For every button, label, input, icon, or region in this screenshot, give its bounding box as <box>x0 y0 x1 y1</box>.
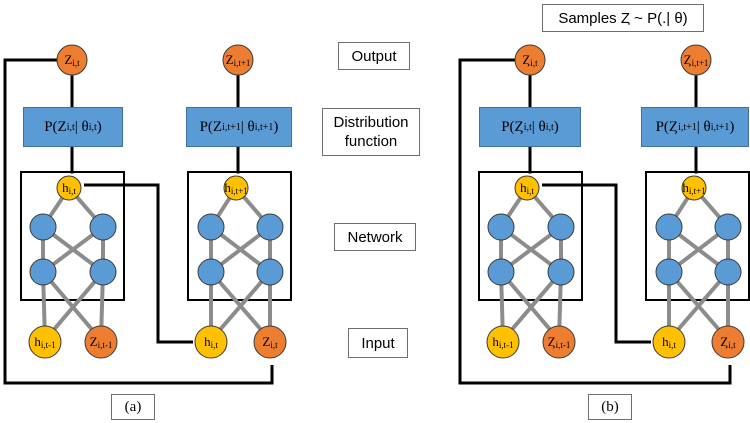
dist-a-t1-sub2: i,t+1 <box>254 121 274 133</box>
panel-b-node-input-z-prev-label: Ȥi,t-1 <box>548 334 571 350</box>
panel-b-node-input-z-t <box>711 325 745 359</box>
caption-b-text: (b) <box>601 398 619 415</box>
dist-b-t1-sub1: i,t+1 <box>678 121 697 133</box>
panel-a-hidden-node-1 <box>89 213 117 241</box>
panel-a-hidden-node-3 <box>89 258 117 286</box>
dist-b-t1-sub2: i,t+1 <box>710 121 730 133</box>
panel-b-hidden-node-1 <box>547 213 575 241</box>
panel-b-node-input-z-prev <box>542 325 576 359</box>
panel-b-hidden-node-2 <box>487 258 515 286</box>
panel-a-hidden-node-6 <box>197 258 225 286</box>
caption-a: (a) <box>111 394 155 420</box>
output-label-text: Output <box>351 47 397 65</box>
panel-a-network-box-t <box>20 171 125 301</box>
panel-a-node-input-z-prev <box>84 325 118 359</box>
caption-a-text: (a) <box>124 398 142 415</box>
panel-b-hidden-node-7 <box>714 258 742 286</box>
dist-a-t-mid: | θ <box>74 118 89 135</box>
panel-b-network-box-t1 <box>645 171 750 301</box>
panel-a-node-input-h-t <box>194 325 228 359</box>
panel-a-node-h-t1 <box>223 175 249 201</box>
panel-a-node-output-t <box>56 44 88 76</box>
dist-b-t1-mid: | θ <box>696 118 711 135</box>
panel-a-feedback-loop <box>3 58 274 385</box>
panel-a-hidden-node-0 <box>29 213 57 241</box>
samples-label-text: Samples Ȥ ~ P(.| θ) <box>558 9 688 27</box>
dist-a-t-sub1: i,t <box>66 121 75 133</box>
panel-b-node-output-t1 <box>680 44 712 76</box>
network-label: Network <box>334 223 416 251</box>
panel-b-node-h-t <box>514 175 540 201</box>
dist-a-t-post: ) <box>96 118 102 135</box>
panel-b-node-input-h-prev-label: hi,t-1 <box>492 334 513 350</box>
dist-a-t-pre: P(Z <box>44 118 67 135</box>
panel-b-node-h-t1 <box>681 175 707 201</box>
dist-a-t-sub2: i,t <box>88 121 97 133</box>
dist-a-t1-mid: | θ <box>240 118 255 135</box>
dist-a-t1-sub1: i,t+1 <box>222 121 241 133</box>
panel-b-node-input-z-t-label: Ȥi,t <box>720 334 736 350</box>
panel-a-node-h-t1-label: hi,t+1 <box>224 180 247 196</box>
panel-b-node-output-t-label: Ȥi,t <box>522 52 538 68</box>
caption-b: (b) <box>588 394 632 420</box>
output-label: Output <box>338 42 410 70</box>
input-label: Input <box>348 328 408 358</box>
panel-a-node-input-h-prev-label: hi,t-1 <box>34 334 55 350</box>
panel-a-node-input-z-t <box>253 325 287 359</box>
panel-b-node-output-t1-label: Ȥi,t+1 <box>684 52 709 68</box>
panel-a-hidden-node-2 <box>29 258 57 286</box>
panel-a-node-output-t1 <box>222 44 254 76</box>
panel-a-network-box-t1 <box>187 171 292 301</box>
distribution-function-label: Distribution function <box>322 108 420 156</box>
panel-a-node-input-z-prev-label: Zi,t-1 <box>90 334 113 350</box>
panel-b-node-input-h-t <box>652 325 686 359</box>
panel-b-edge-1-b-inL <box>666 269 731 343</box>
panel-a-hidden-transfer <box>84 183 193 344</box>
panel-b-hidden-node-3 <box>547 258 575 286</box>
panel-b-node-h-t-label: hi,t <box>520 180 534 196</box>
panel-b-hidden-node-4 <box>655 213 683 241</box>
panel-a-node-output-t1-label: Zi,t+1 <box>226 52 251 68</box>
distribution-label-line1: Distribution <box>333 114 409 131</box>
panel-b-node-input-h-t-label: hi,t <box>662 334 676 350</box>
panel-a-edge-1-b-inL <box>208 269 273 343</box>
input-label-text: Input <box>361 334 395 352</box>
panel-b-hidden-node-5 <box>714 213 742 241</box>
dist-b-t-post: ) <box>553 118 559 135</box>
dist-b-t-sub1: i,t <box>523 121 532 133</box>
panel-a-node-h-t-label: hi,t <box>62 180 76 196</box>
panel-b-hidden-node-6 <box>655 258 683 286</box>
panel-a-hidden-node-7 <box>256 258 284 286</box>
dist-b-t-mid: | θ <box>531 118 546 135</box>
dist-a-t1-pre: P(Z <box>199 118 223 135</box>
panel-a-node-input-h-t-label: hi,t <box>204 334 218 350</box>
panel-a-hidden-node-5 <box>256 213 284 241</box>
network-label-text: Network <box>347 228 403 246</box>
panel-b-network-box-t <box>478 171 583 301</box>
panel-a-node-input-z-t-label: Zi,t <box>262 334 278 350</box>
panel-b-hidden-node-0 <box>487 213 515 241</box>
panel-a-node-input-h-prev <box>28 325 62 359</box>
panel-b-node-h-t1-label: hi,t+1 <box>682 180 705 196</box>
dist-a-t1-post: ) <box>273 118 279 135</box>
panel-b-node-input-h-prev <box>486 325 520 359</box>
dist-b-t1-pre: P(Ȥ <box>655 118 679 135</box>
panel-b-hidden-transfer <box>542 183 651 344</box>
distribution-label-line2: function <box>344 133 398 150</box>
dist-b-t-pre: P(Ȥ <box>501 118 524 135</box>
panel-a-hidden-node-4 <box>197 213 225 241</box>
panel-a-node-output-t-label: Zi,t <box>64 52 80 68</box>
samples-label: Samples Ȥ ~ P(.| θ) <box>542 4 704 32</box>
panel-a-node-h-t <box>56 175 82 201</box>
dist-b-t1-post: ) <box>729 118 735 135</box>
panel-b-node-output-t <box>514 44 546 76</box>
panel-b-feedback-loop <box>458 58 732 385</box>
dist-b-t-sub2: i,t <box>545 121 554 133</box>
